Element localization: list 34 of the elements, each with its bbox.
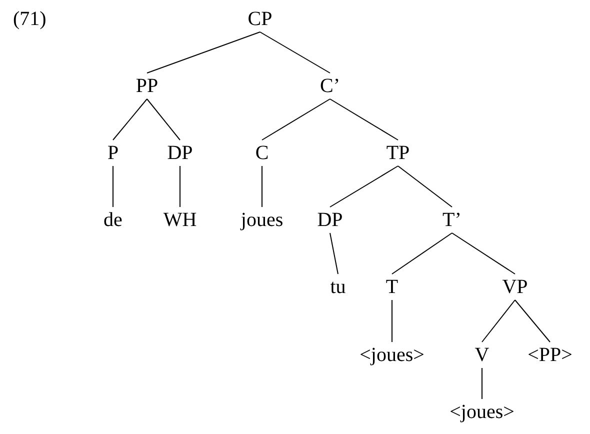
tree-branch (330, 232, 338, 274)
tree-node-label: C’ (318, 73, 342, 99)
tree-node-label: VP (500, 274, 530, 300)
tree-node-label: <joues> (448, 399, 516, 425)
tree-node-label: <joues> (358, 342, 426, 368)
tree-branch (146, 32, 260, 74)
tree-node-label: P (105, 140, 121, 166)
tree-node-label: DP (165, 140, 195, 166)
example-number: (71) (13, 9, 46, 29)
tree-branch (112, 98, 148, 140)
tree-node-label: CP (246, 6, 274, 32)
tree-node-label: T’ (440, 207, 464, 233)
tree-node-label: joues (238, 207, 286, 233)
tree-branch (452, 232, 516, 274)
tree-node-label: <PP> (526, 342, 574, 368)
tree-branch (260, 32, 330, 74)
tree-branch (330, 166, 398, 208)
tree-branch (112, 166, 114, 208)
tree-node-label: C (253, 140, 271, 166)
tree-branch (482, 300, 516, 342)
tree-node-label: DP (315, 207, 345, 233)
tree-node-label: de (102, 207, 124, 233)
tree-node-label: V (472, 342, 492, 368)
tree-branch (262, 98, 330, 140)
tree-branch (392, 232, 452, 274)
tree-branch (398, 166, 452, 208)
tree-node-label: TP (384, 140, 412, 166)
tree-node-label: WH (161, 207, 199, 233)
tree-branch (330, 98, 398, 140)
tree-branch (146, 98, 180, 140)
tree-node-label: tu (328, 274, 348, 300)
tree-node-label: PP (134, 73, 160, 99)
tree-branch (514, 300, 550, 342)
tree-node-label: T (384, 274, 400, 300)
